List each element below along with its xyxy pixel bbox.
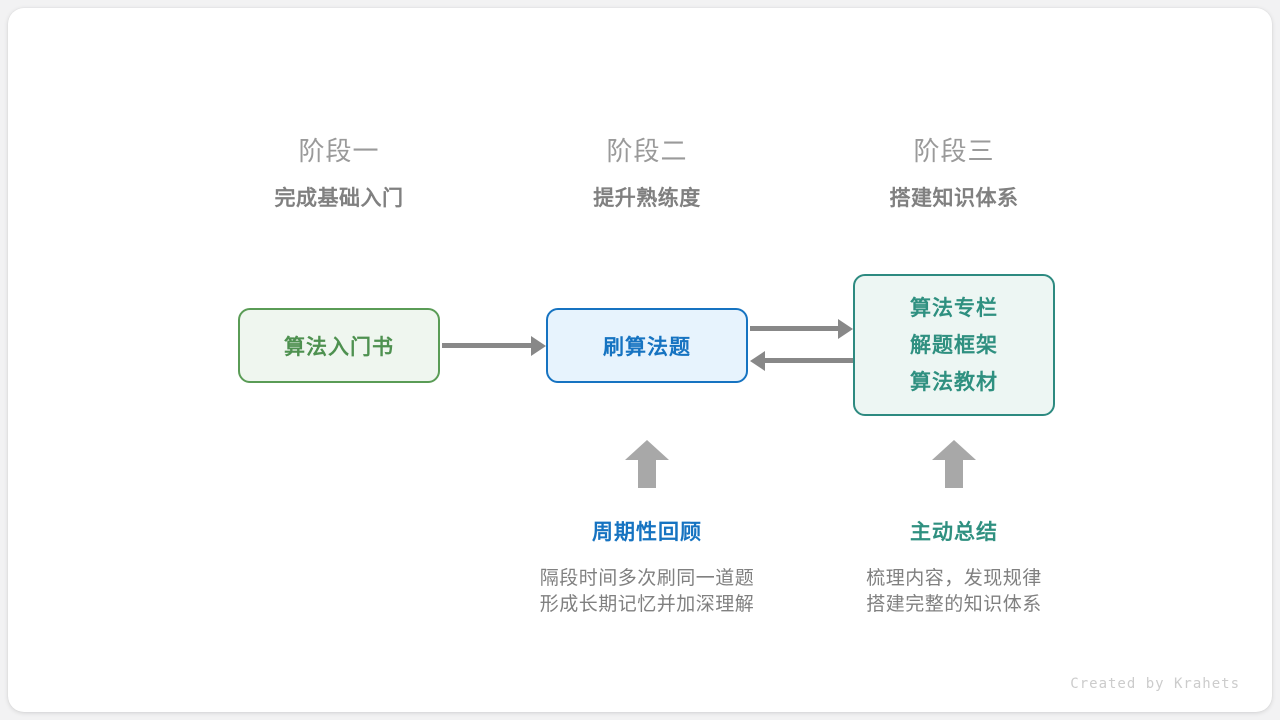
phase-header-3: 阶段三 搭建知识体系 [824, 134, 1084, 216]
phase-header-1: 阶段一 完成基础入门 [209, 134, 469, 216]
arrow-up-summary-icon [932, 440, 976, 488]
annotation-summary-line-2: 搭建完整的知识体系 [866, 594, 1042, 615]
annotation-review-line-2: 形成长期记忆并加深理解 [539, 594, 755, 615]
annotation-review-body: 隔段时间多次刷同一道题 形成长期记忆并加深理解 [497, 566, 797, 618]
node-book-label: 算法入门书 [284, 335, 394, 359]
annotation-review-title: 周期性回顾 [592, 521, 702, 544]
node-resources-line-1: 算法专栏 [910, 296, 998, 320]
annotation-summary-body: 梳理内容，发现规律 搭建完整的知识体系 [804, 566, 1104, 618]
phase-title-1: 完成基础入门 [274, 187, 404, 210]
arrow-up-tip [932, 440, 976, 460]
phase-title-2: 提升熟练度 [593, 187, 701, 210]
annotation-periodic-review: 周期性回顾 隔段时间多次刷同一道题 形成长期记忆并加深理解 [497, 518, 797, 618]
arrow-head [531, 336, 546, 356]
phase-number-1: 阶段一 [298, 136, 380, 166]
annotation-review-line-1: 隔段时间多次刷同一道题 [539, 568, 755, 589]
arrow-practice-to-resources-icon [750, 319, 853, 339]
arrow-shaft [442, 343, 534, 348]
phase-title-3: 搭建知识体系 [889, 187, 1019, 210]
node-practice-problems: 刷算法题 [546, 308, 748, 383]
phase-number-2: 阶段二 [606, 136, 688, 166]
phase-header-2: 阶段二 提升熟练度 [517, 134, 777, 216]
diagram-canvas: 阶段一 完成基础入门 阶段二 提升熟练度 阶段三 搭建知识体系 算法入门书 刷算… [8, 8, 1272, 712]
arrow-head [838, 319, 853, 339]
arrow-up-stem [945, 458, 963, 488]
annotation-summary-title: 主动总结 [910, 521, 998, 544]
credit-text: Created by Krahets [1070, 676, 1240, 692]
node-practice-label: 刷算法题 [603, 335, 691, 359]
node-resources-line-2: 解题框架 [910, 333, 998, 357]
arrow-resources-to-practice-icon [750, 351, 853, 371]
arrow-up-review-icon [625, 440, 669, 488]
node-algorithm-intro-book: 算法入门书 [238, 308, 440, 383]
arrow-shaft [750, 326, 841, 331]
phase-number-3: 阶段三 [913, 136, 995, 166]
arrow-up-stem [638, 458, 656, 488]
node-resources-line-3: 算法教材 [910, 370, 998, 394]
arrow-shaft [762, 358, 853, 363]
annotation-summary-line-1: 梳理内容，发现规律 [866, 568, 1042, 589]
arrow-book-to-practice-icon [442, 336, 546, 356]
arrow-up-tip [625, 440, 669, 460]
node-knowledge-resources: 算法专栏 解题框架 算法教材 [853, 274, 1055, 416]
arrow-head [750, 351, 765, 371]
annotation-active-summary: 主动总结 梳理内容，发现规律 搭建完整的知识体系 [804, 518, 1104, 618]
